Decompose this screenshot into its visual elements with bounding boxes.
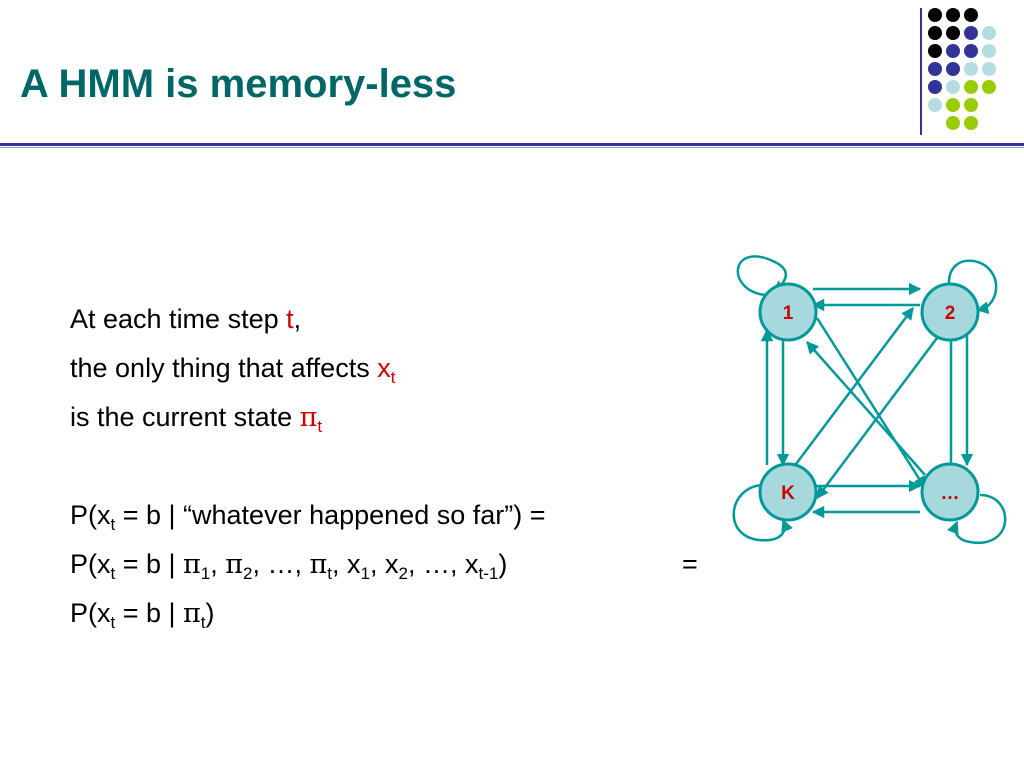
self-loop-k	[732, 483, 793, 542]
node-2: 2	[920, 282, 980, 342]
decor-dot	[964, 44, 978, 58]
subscript: t	[390, 368, 396, 387]
node-1-label: 1	[783, 303, 794, 324]
pi-symbol: π	[309, 549, 328, 580]
decor-dot	[946, 116, 960, 130]
decor-dot	[964, 62, 978, 76]
hmm-state-diagram: 1 2 K …	[732, 255, 1007, 545]
body-line-1: At each time step t,	[70, 300, 546, 349]
decor-dot	[928, 8, 942, 22]
node-k-label: K	[781, 483, 795, 504]
text: = b |	[115, 598, 184, 628]
decor-dot	[982, 62, 996, 76]
title-underline	[0, 143, 1024, 146]
decor-dot	[982, 44, 996, 58]
self-loop-dots	[947, 493, 1007, 545]
body-spacer	[70, 447, 546, 496]
edge-1-dots	[815, 317, 927, 490]
decor-dot	[946, 98, 960, 112]
pi-symbol: π	[183, 598, 201, 629]
decor-dot	[964, 80, 978, 94]
decor-dot	[928, 98, 942, 112]
text: P(x	[70, 549, 111, 579]
subscript: 1	[200, 564, 211, 583]
text: ,	[293, 304, 302, 334]
text: P(x	[70, 500, 111, 530]
decor-dot	[964, 8, 978, 22]
edge-k-2	[792, 307, 914, 469]
node-k: K	[758, 462, 818, 522]
text: At each time step	[70, 304, 287, 334]
body-line-2: the only thing that affects xt	[70, 349, 546, 398]
self-loop-2	[947, 259, 998, 314]
node-1: 1	[758, 282, 818, 342]
decor-dot	[928, 80, 942, 94]
text: is the current state	[70, 402, 300, 432]
text: P(x	[70, 598, 111, 628]
body-line-3: is the current state πt	[70, 398, 546, 447]
pi-symbol: π	[299, 402, 318, 433]
slide-title: A HMM is memory-less	[20, 62, 457, 106]
vertical-divider	[920, 8, 922, 135]
edge-dots-1	[806, 341, 926, 476]
text: , x	[369, 549, 399, 579]
text: , …,	[252, 549, 310, 579]
decor-dot	[928, 44, 942, 58]
subscript: 1	[360, 564, 370, 583]
time-var: t	[286, 304, 294, 334]
subscript: t	[110, 515, 116, 534]
text: = b |	[115, 549, 184, 579]
text: ,	[210, 549, 226, 579]
body-line-4: P(xt = b | “whatever happened so far”) =	[70, 496, 546, 545]
title-underline-thin	[0, 147, 1024, 148]
decor-dot	[982, 26, 996, 40]
subscript: t	[110, 564, 116, 583]
self-loop-1	[736, 255, 788, 297]
decor-dot	[964, 116, 978, 130]
pi-symbol: π	[225, 549, 244, 580]
text: , x	[332, 549, 361, 579]
pi-symbol: π	[183, 549, 201, 580]
equals-sign: =	[682, 549, 698, 579]
decor-dot	[946, 44, 960, 58]
decor-dot	[946, 8, 960, 22]
subscript: t	[200, 613, 206, 632]
subscript: 2	[243, 564, 253, 583]
subscript: t-1	[478, 564, 499, 583]
node-dots-label: …	[941, 483, 960, 504]
subscript: t	[317, 417, 323, 436]
decor-dot	[982, 80, 996, 94]
text: , …, x	[407, 549, 479, 579]
text: = b | “whatever happened so far”) =	[115, 500, 546, 530]
text: )	[205, 598, 215, 628]
decor-dot	[928, 26, 942, 40]
decor-dot	[946, 62, 960, 76]
text: )	[498, 549, 508, 579]
subscript: 2	[398, 564, 408, 583]
text: the only thing that affects	[70, 353, 378, 383]
decor-dot	[964, 98, 978, 112]
edge-2-k	[816, 337, 938, 499]
decor-dot	[928, 62, 942, 76]
body-line-5: P(xt = b | π1, π2, …, πt, x1, x2, …, xt-…	[70, 545, 698, 594]
x-var: x	[377, 353, 391, 383]
decor-dot	[946, 26, 960, 40]
node-dots: …	[920, 462, 980, 522]
slide-body: At each time step t, the only thing that…	[70, 300, 698, 643]
decor-dot	[964, 26, 978, 40]
node-2-label: 2	[945, 303, 956, 324]
subscript: t	[110, 613, 116, 632]
decor-dot	[946, 80, 960, 94]
body-line-6: P(xt = b | πt)	[70, 594, 546, 643]
subscript: t	[327, 564, 332, 583]
